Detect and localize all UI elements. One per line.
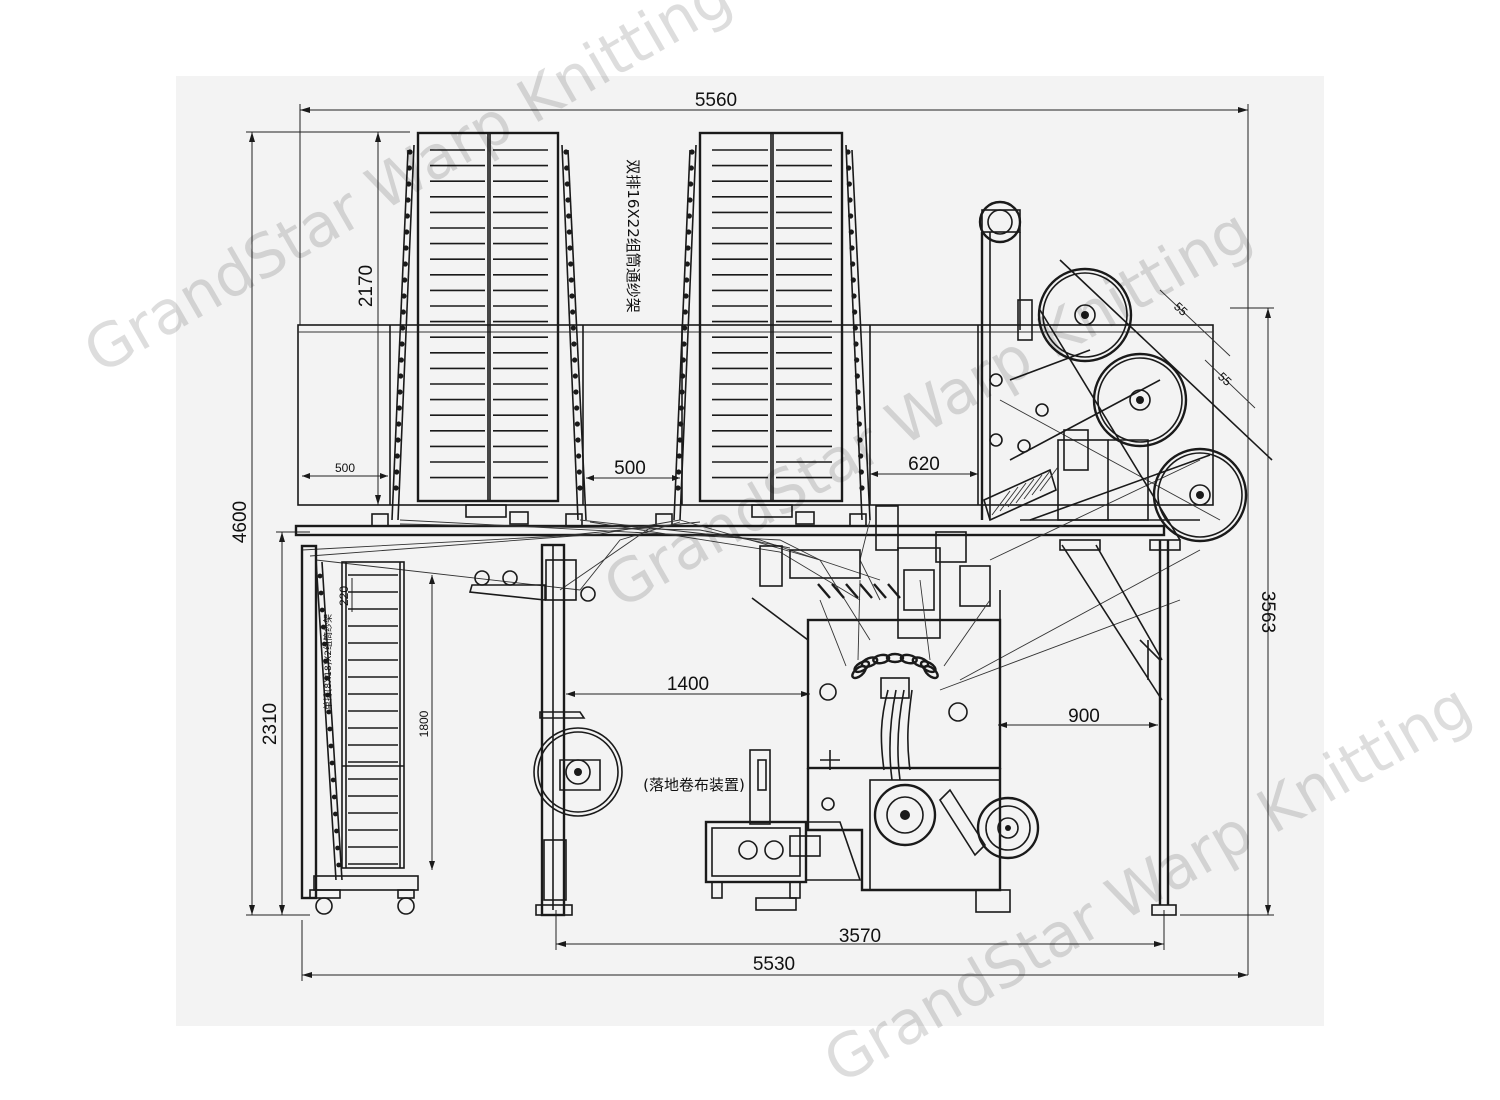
label-let-off: (落地卷布装置) <box>643 776 745 794</box>
control-cabinet <box>704 749 862 911</box>
dim-creel-gap-left: 500 <box>335 461 355 475</box>
top-creel-left <box>371 131 587 527</box>
dim-side-creel-height: 1800 <box>417 710 431 737</box>
dim-base-width: 3570 <box>839 926 881 947</box>
dim-machine-to-leg: 900 <box>1068 706 1100 727</box>
dim-creel-gap-middle: 500 <box>614 458 646 479</box>
component-labels: 双排16X22组筒通纱架 单排(8X18)X2组筒纱架 (落地卷布装置) <box>322 159 745 794</box>
dim-overall-width: 5560 <box>695 90 737 111</box>
dim-creel-height: 2170 <box>356 265 377 307</box>
dim-overall-height: 4600 <box>230 501 251 543</box>
dim-creel-gap-right: 620 <box>908 454 940 475</box>
dim-overall-width-bottom: 5530 <box>753 954 795 975</box>
dimension-lines <box>246 104 1274 981</box>
dim-right-height: 3563 <box>1257 591 1278 633</box>
side-creel <box>300 544 419 915</box>
dimension-labels: 5560 4600 2170 500 500 620 2310 220 1800… <box>230 90 1278 975</box>
dim-front-height: 2310 <box>260 703 281 745</box>
batching-rolls <box>978 200 1273 916</box>
label-top-creel: 双排16X22组筒通纱架 <box>624 159 642 312</box>
main-machine <box>751 505 1040 913</box>
platform-frame <box>294 324 1214 551</box>
dim-machine-offset: 1400 <box>667 674 709 695</box>
label-side-creel: 单排(8X18)X2组筒纱架 <box>322 614 334 710</box>
dim-creel-spacing: 220 <box>337 586 351 606</box>
top-creel-right <box>655 131 871 527</box>
let-off-device <box>468 543 623 917</box>
